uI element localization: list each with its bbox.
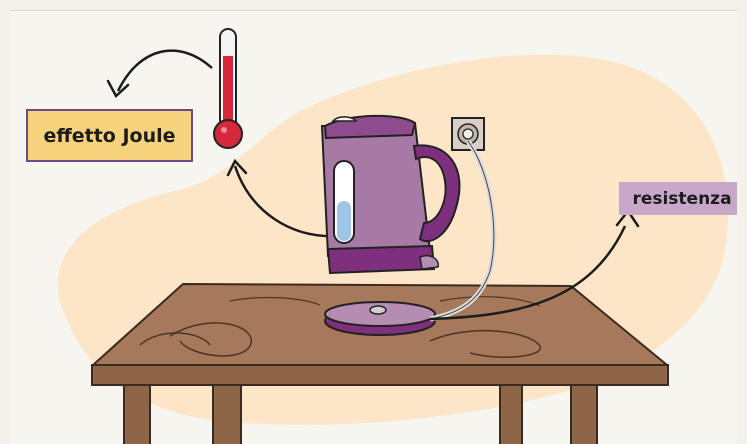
resistance-label: resistenza [619, 182, 737, 215]
kettle-base [325, 302, 435, 335]
joule-effect-label: effetto Joule [26, 109, 193, 162]
thermometer-icon [214, 29, 242, 148]
illustration-canvas: effetto Joule resistenza [10, 10, 737, 444]
scene-svg [10, 11, 737, 444]
arrow-to-joule-label [118, 51, 212, 91]
